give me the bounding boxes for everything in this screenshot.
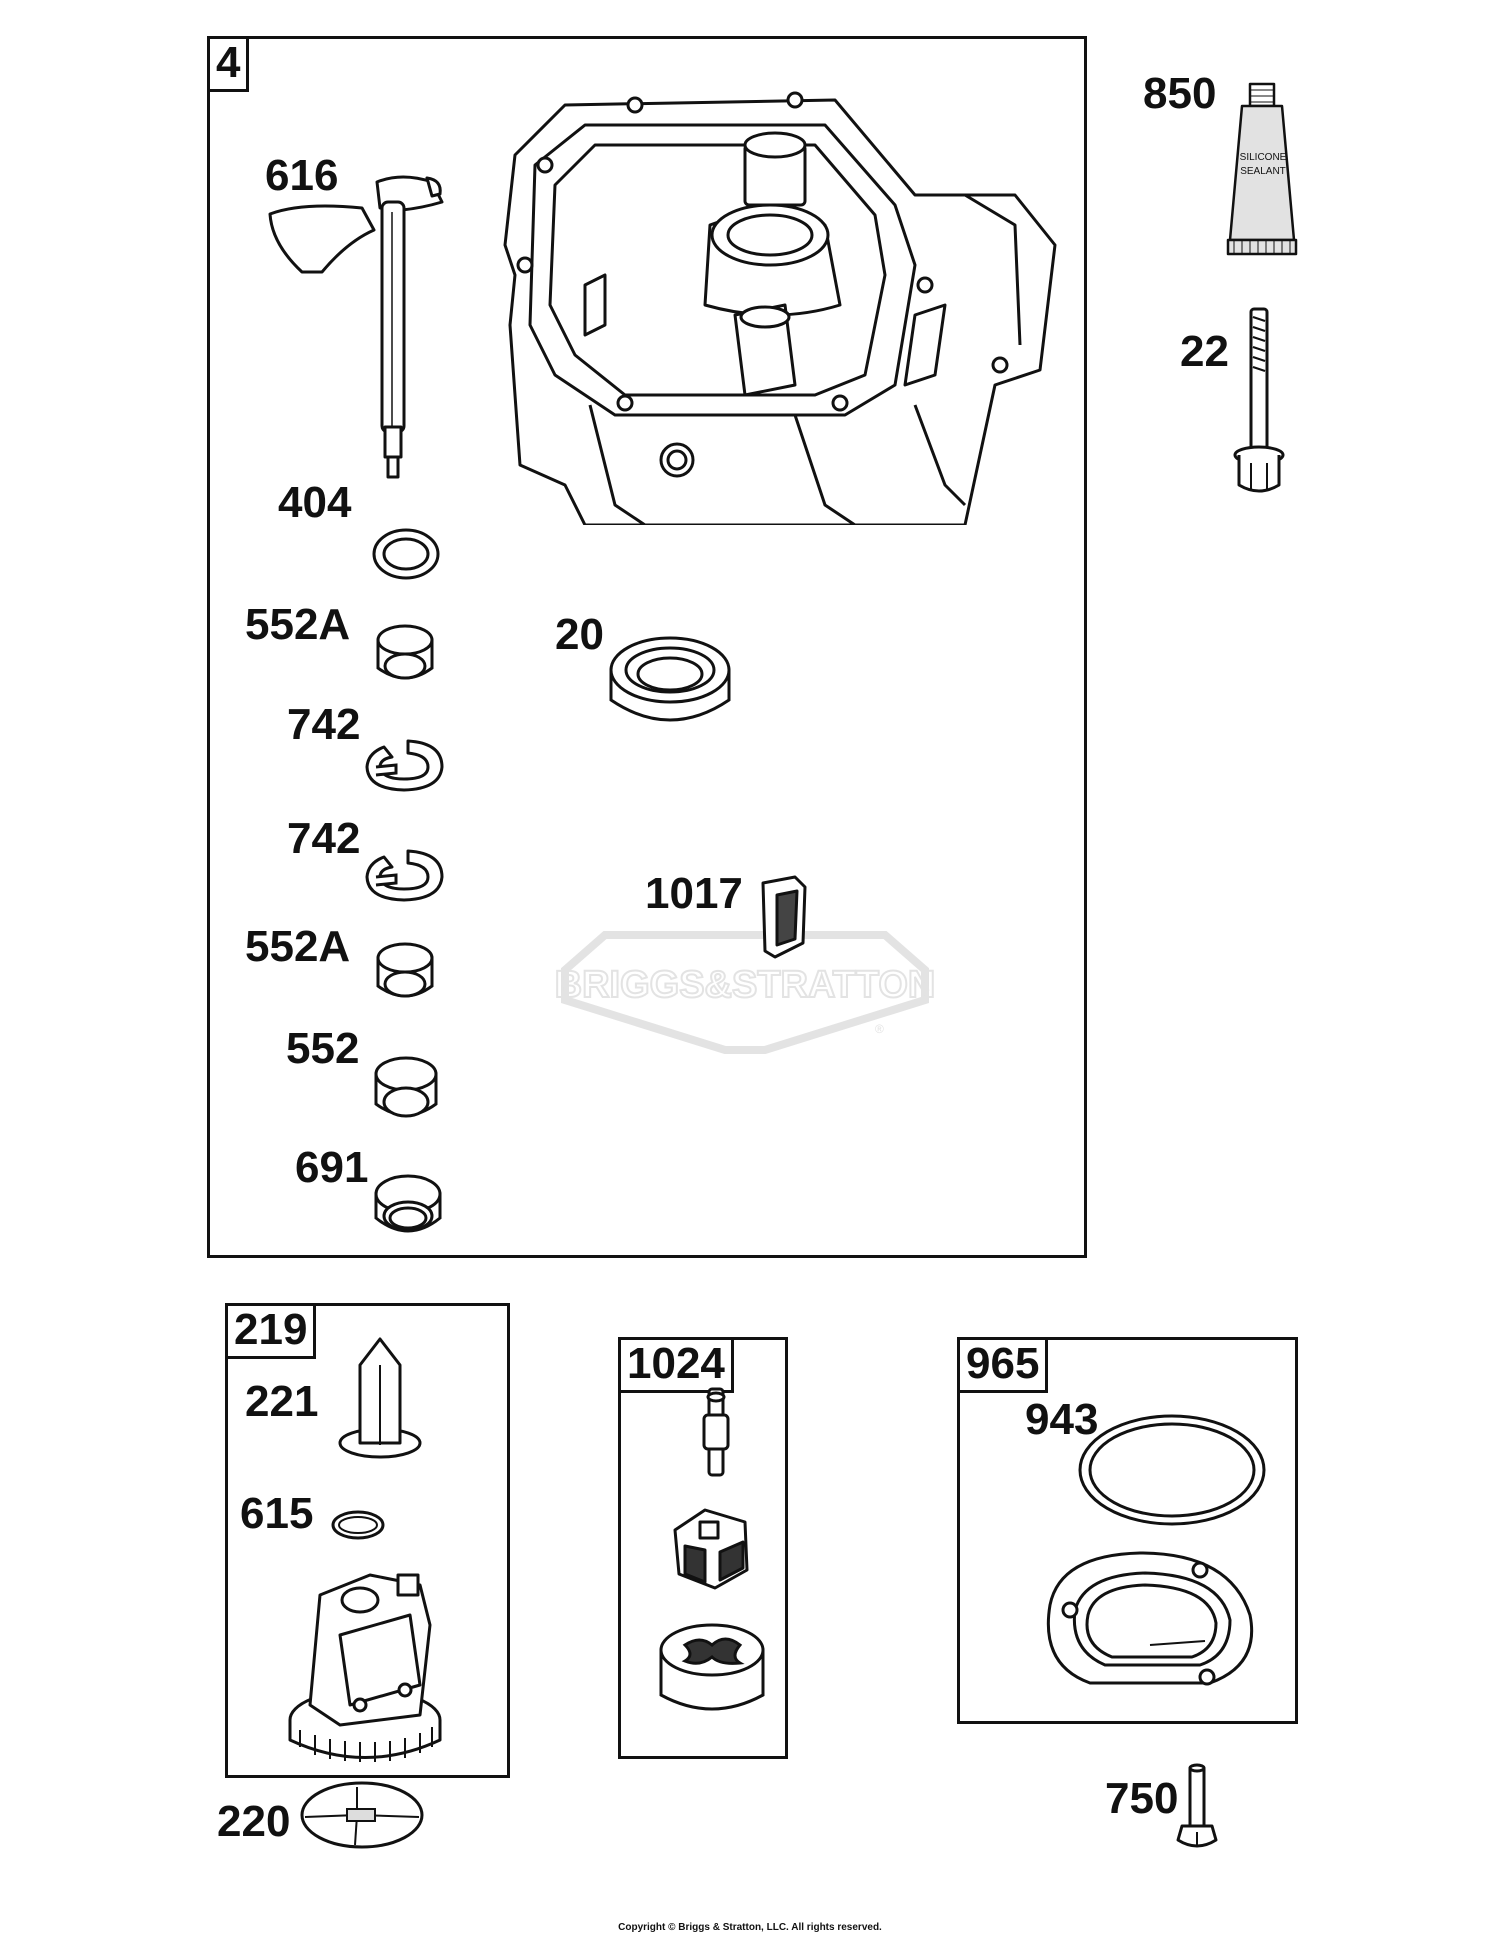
label-552a-bottom: 552A: [245, 922, 351, 971]
group-219-frame: [225, 1303, 510, 1778]
copyright-notice: Copyright © Briggs & Stratton, LLC. All …: [618, 1922, 882, 1933]
group-965-tag: 965: [957, 1337, 1049, 1393]
washer-404-part: [370, 522, 442, 582]
label-615: 615: [240, 1489, 314, 1538]
bushing-552-part: [368, 1052, 444, 1128]
outer-rotor-part: [655, 1615, 770, 1725]
label-221: 221: [245, 1377, 319, 1426]
crankcase-cover-part: [495, 85, 1065, 525]
svg-text:BRIGGS&STRATTON: BRIGGS&STRATTON: [555, 964, 936, 1006]
bushing-552a-top-part: [370, 620, 440, 690]
briggs-stratton-watermark: BRIGGS&STRATTON ®: [545, 925, 945, 1060]
label-1017: 1017: [645, 869, 743, 918]
inner-rotor-part: [665, 1500, 755, 1595]
label-220: 220: [217, 1797, 291, 1846]
label-552a-top: 552A: [245, 600, 351, 649]
group-4-frame: [207, 36, 1087, 1258]
e-ring-742-top-part: [362, 735, 446, 795]
label-616: 616: [265, 151, 339, 200]
label-691: 691: [295, 1143, 369, 1192]
bearing-20-part: [605, 630, 735, 740]
label-742-bottom: 742: [287, 814, 361, 863]
filter-housing-part: [1030, 1545, 1270, 1695]
seal-691-part: [368, 1168, 448, 1248]
retainer-ring-615-part: [328, 1505, 388, 1545]
sealant-tube-part: SILICONE SEALANT: [1220, 80, 1310, 260]
governor-gear-assembly-part: [280, 1565, 460, 1765]
screw-750-part: [1172, 1760, 1222, 1855]
o-ring-943-part: [1075, 1410, 1270, 1530]
sealant-tube-line2: SEALANT: [1240, 166, 1286, 177]
label-943: 943: [1025, 1395, 1099, 1444]
label-850: 850: [1143, 69, 1217, 118]
label-750: 750: [1105, 1774, 1179, 1823]
plate-220-part: [297, 1775, 427, 1855]
e-ring-742-bottom-part: [362, 845, 446, 905]
svg-text:®: ®: [875, 1022, 884, 1036]
pump-pin-part: [690, 1385, 740, 1480]
group-1024-tag: 1024: [618, 1337, 734, 1393]
governor-shaft-part: [262, 172, 462, 492]
label-742-top: 742: [287, 700, 361, 749]
group-4-tag: 4: [207, 36, 250, 92]
group-965-frame: [957, 1337, 1298, 1724]
bushing-552a-bottom-part: [370, 938, 440, 1008]
label-552: 552: [286, 1024, 360, 1073]
bolt-22-part: [1225, 305, 1295, 505]
label-404: 404: [278, 478, 352, 527]
bracket-1017-part: [755, 873, 815, 963]
label-20: 20: [555, 610, 604, 659]
label-22: 22: [1180, 327, 1229, 376]
group-219-tag: 219: [225, 1303, 317, 1359]
governor-cap-221-part: [330, 1335, 430, 1465]
sealant-tube-line1: SILICONE: [1240, 152, 1287, 163]
